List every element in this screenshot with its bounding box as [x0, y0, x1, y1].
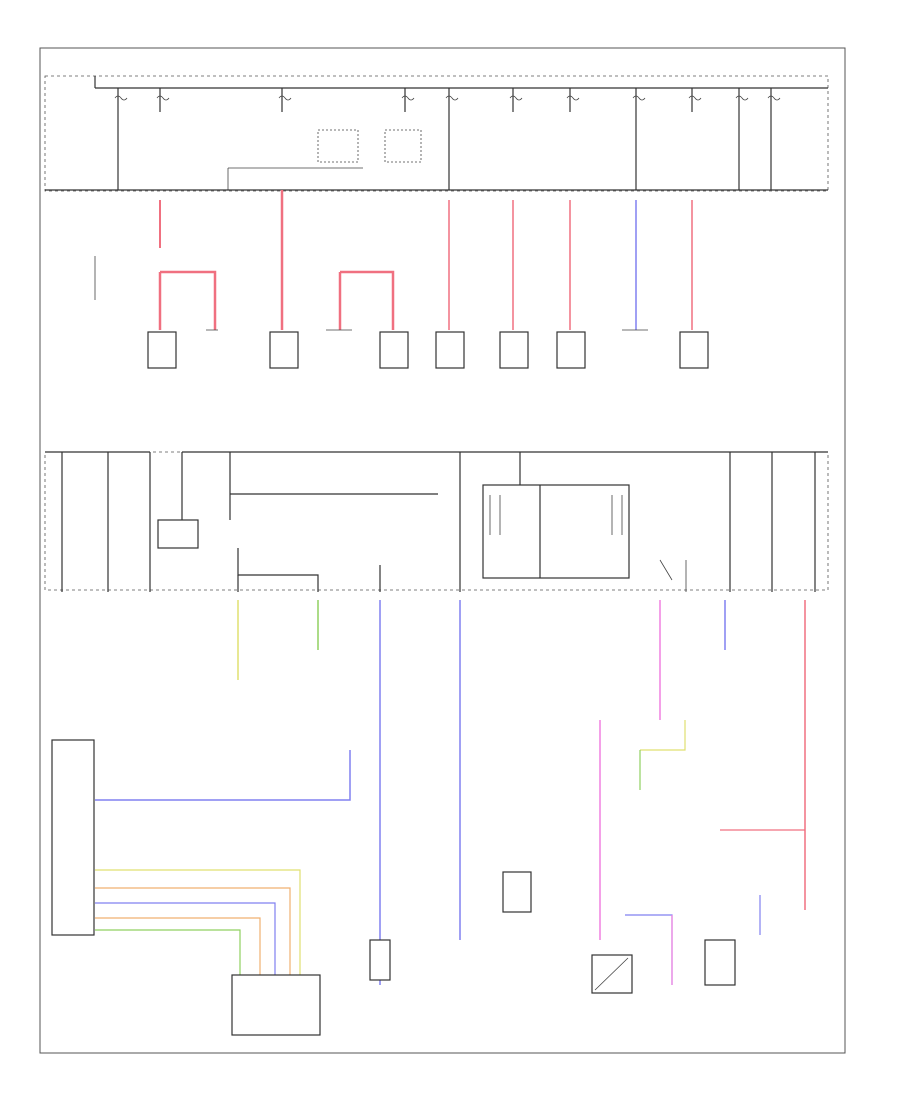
relay-output [237, 548, 319, 592]
switch-blade [594, 957, 629, 991]
bottom-components [51, 739, 736, 1036]
top-loads [147, 329, 709, 369]
wire-orange-1 [95, 887, 291, 975]
top-load-wires [94, 190, 693, 330]
relay-component [157, 519, 199, 549]
fuse-symbol [688, 95, 702, 101]
fuse-symbol [114, 95, 128, 101]
bottom-wires [95, 600, 806, 985]
relay-module-wiring [459, 452, 541, 592]
relay-feed [227, 167, 363, 190]
fuse-symbol [566, 95, 580, 101]
load-box-5 [499, 331, 529, 369]
fuse-symbol [278, 95, 292, 101]
top-fuse-box [44, 75, 829, 192]
bottom-load-2 [704, 939, 736, 986]
right-switch [659, 559, 687, 592]
fuse-symbol [767, 95, 781, 101]
load-box-1 [147, 331, 177, 369]
top-fuse-box-outline [44, 75, 829, 192]
load-box-7 [679, 331, 709, 369]
fuse-symbol [156, 95, 170, 101]
diagram-frame [39, 47, 846, 1054]
load-box-4 [435, 331, 465, 369]
fuse-symbol [632, 95, 646, 101]
load-box-3 [379, 331, 409, 369]
fuse-symbols [114, 95, 781, 101]
bottom-load-3 [369, 939, 391, 981]
middle-fuse-box [44, 451, 829, 592]
relay-module [482, 484, 630, 579]
relay-module-pins [489, 495, 623, 535]
relay-1 [317, 129, 359, 163]
fuse-symbol [735, 95, 749, 101]
wire-blue-4 [95, 902, 276, 975]
load-box-2 [269, 331, 299, 369]
wire-yellow-2 [640, 720, 686, 751]
wire-green-3 [95, 929, 241, 975]
bottom-load-1 [502, 871, 532, 913]
middle-fuse-drops-center [181, 452, 231, 520]
relay-2 [384, 129, 422, 163]
fuse-symbol [401, 95, 415, 101]
left-controller [51, 739, 95, 936]
wire-yellow-3 [95, 869, 301, 975]
middle-fuse-drops-left [61, 452, 151, 592]
wire-blue-left [95, 750, 351, 801]
wire-orange-2 [95, 917, 261, 975]
bottom-module [231, 974, 321, 1036]
wire-red-5 [340, 270, 395, 330]
top-relays [227, 129, 422, 190]
top-fuses [117, 88, 772, 190]
load-box-6 [556, 331, 586, 369]
fuse-symbol [445, 95, 459, 101]
wire-red-2 [160, 270, 217, 330]
fuse-symbol [509, 95, 523, 101]
middle-fuse-drops-right [729, 452, 816, 592]
